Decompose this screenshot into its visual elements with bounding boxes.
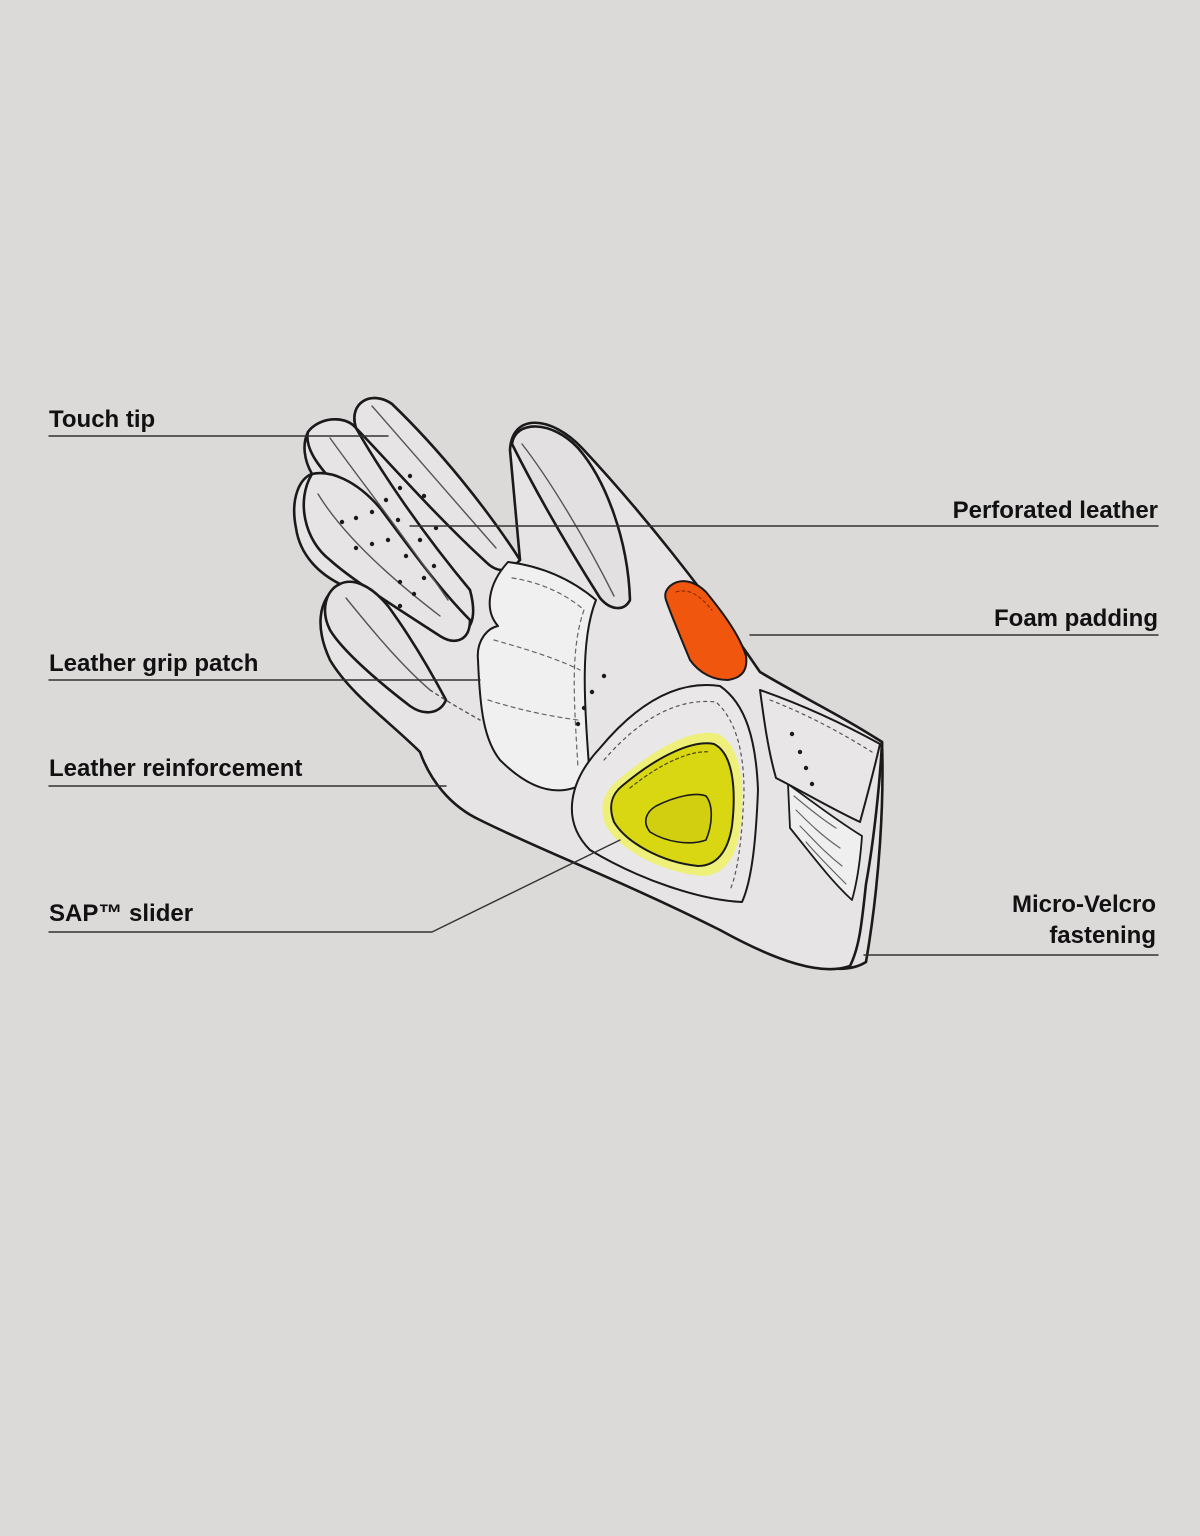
label-foam-padding-text: Foam padding [994,603,1158,634]
label-micro-velcro-line1: Micro-Velcro [1012,889,1156,920]
label-touch-tip-text: Touch tip [49,404,155,435]
label-touch-tip: Touch tip [49,404,155,435]
label-micro-velcro-line2: fastening [1012,920,1156,951]
label-leather-reinforcement: Leather reinforcement [49,753,302,784]
glove-outline [294,398,882,969]
label-sap-slider: SAP™ slider [49,898,193,929]
label-micro-velcro-fastening: Micro-Velcro fastening [1012,889,1156,951]
label-leather-reinforcement-text: Leather reinforcement [49,753,302,784]
label-perforated-leather-text: Perforated leather [953,495,1158,526]
label-leather-grip-patch: Leather grip patch [49,648,258,679]
label-perforated-leather: Perforated leather [953,495,1158,526]
label-foam-padding: Foam padding [994,603,1158,634]
label-sap-slider-text: SAP™ slider [49,898,193,929]
label-leather-grip-patch-text: Leather grip patch [49,648,258,679]
